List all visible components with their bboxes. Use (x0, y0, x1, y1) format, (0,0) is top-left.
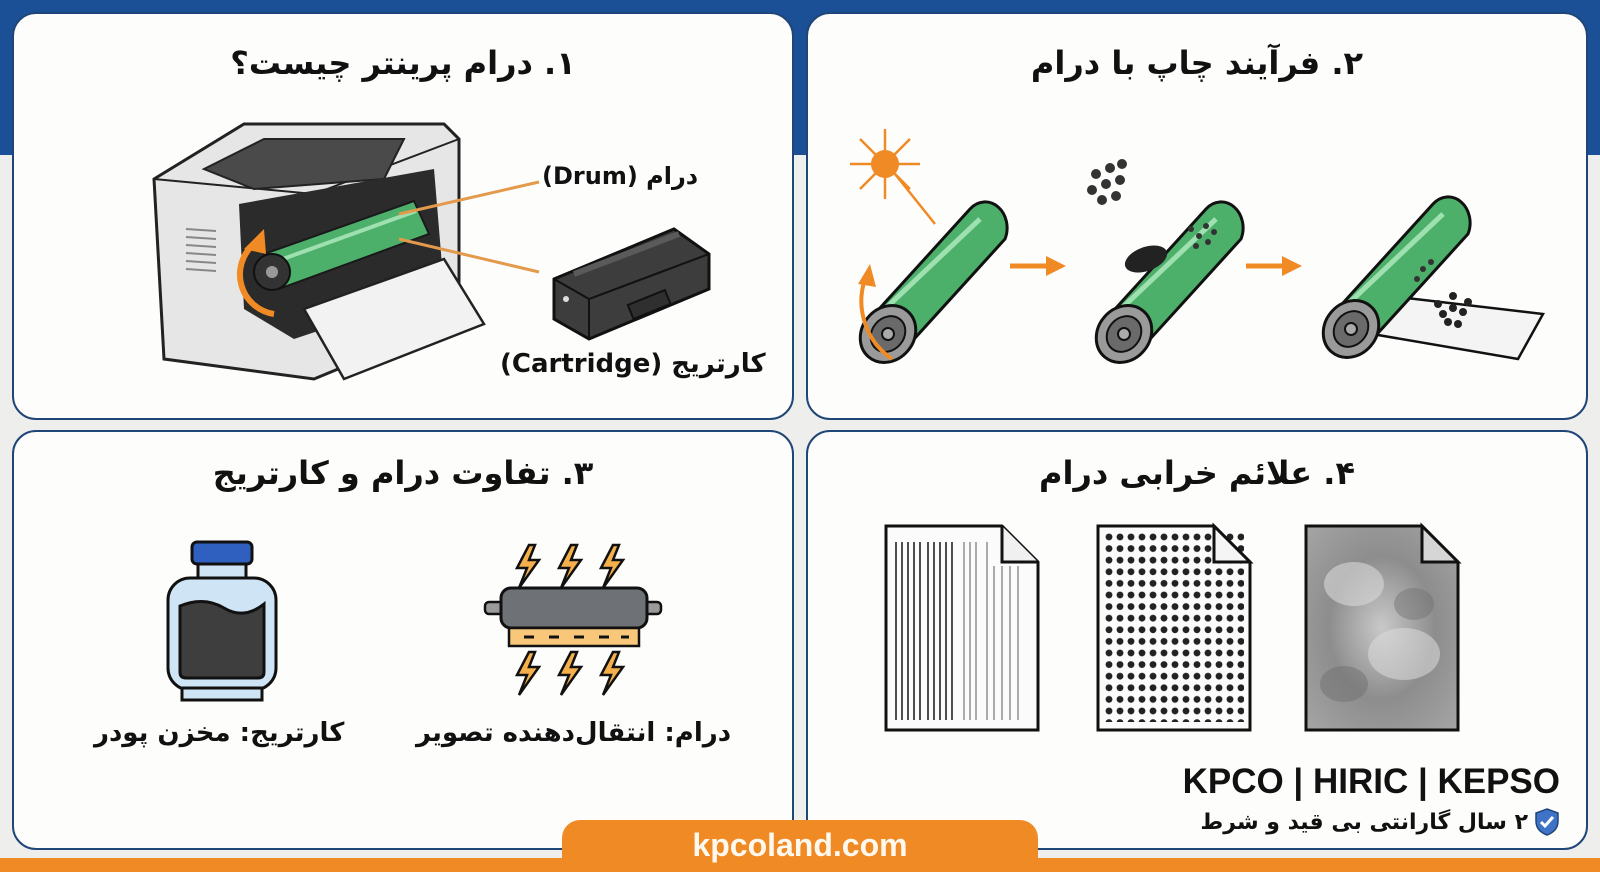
charged-drum-icon (483, 543, 663, 696)
cartridge-label: کارتریج (Cartridge) (500, 349, 766, 379)
toner-drum-icon (1087, 159, 1245, 364)
toner-bottle-icon (166, 540, 278, 702)
panel-what-is-drum: ۱. درام پرینتر چیست؟ درام (Drum) (12, 12, 794, 420)
panel-printing-process: ۲. فرآیند چاپ با درام (806, 12, 1588, 420)
panel-title: ۴. علائم خرابی درام (1039, 454, 1355, 492)
panel-drum-vs-cartridge: ۳. تفاوت درام و کارتریج کارتریج: مخزن پو… (12, 430, 794, 850)
arrow-right-icon (1246, 256, 1302, 276)
cartridge-description: کارتریج: مخزن پودر (94, 718, 345, 748)
warranty-text: ۲ سال گارانتی بی قید و شرط (1200, 809, 1528, 835)
toner-cartridge-icon (552, 227, 711, 341)
drum-label: درام (Drum) (542, 162, 699, 190)
panel-title: ۱. درام پرینتر چیست؟ (230, 44, 576, 82)
arrow-right-icon (1010, 256, 1066, 276)
website-url[interactable]: kpcoland.com (562, 820, 1038, 872)
panel-drum-failure-signs: ۴. علائم خرابی درام (806, 430, 1588, 850)
drum-paper-icon (1321, 195, 1545, 361)
printer-open-icon (152, 122, 486, 381)
drum-pointer-line (398, 180, 540, 274)
brand-names: KPCO | HIRIC | KEPSO (1182, 762, 1560, 801)
panel-title: ۳. تفاوت درام و کارتریج (212, 454, 594, 492)
shield-check-icon (1535, 808, 1559, 836)
warranty-badge: ۲ سال گارانتی بی قید و شرط (1200, 808, 1560, 836)
drum-description: درام: انتقال‌دهنده تصویر (416, 718, 732, 748)
page-dots-icon (1096, 522, 1254, 732)
panel-title: ۲. فرآیند چاپ با درام (1030, 44, 1364, 82)
laser-sun-drum-icon (850, 129, 1009, 364)
page-smudge-icon (1304, 522, 1462, 732)
page-lines-icon (884, 524, 1040, 732)
